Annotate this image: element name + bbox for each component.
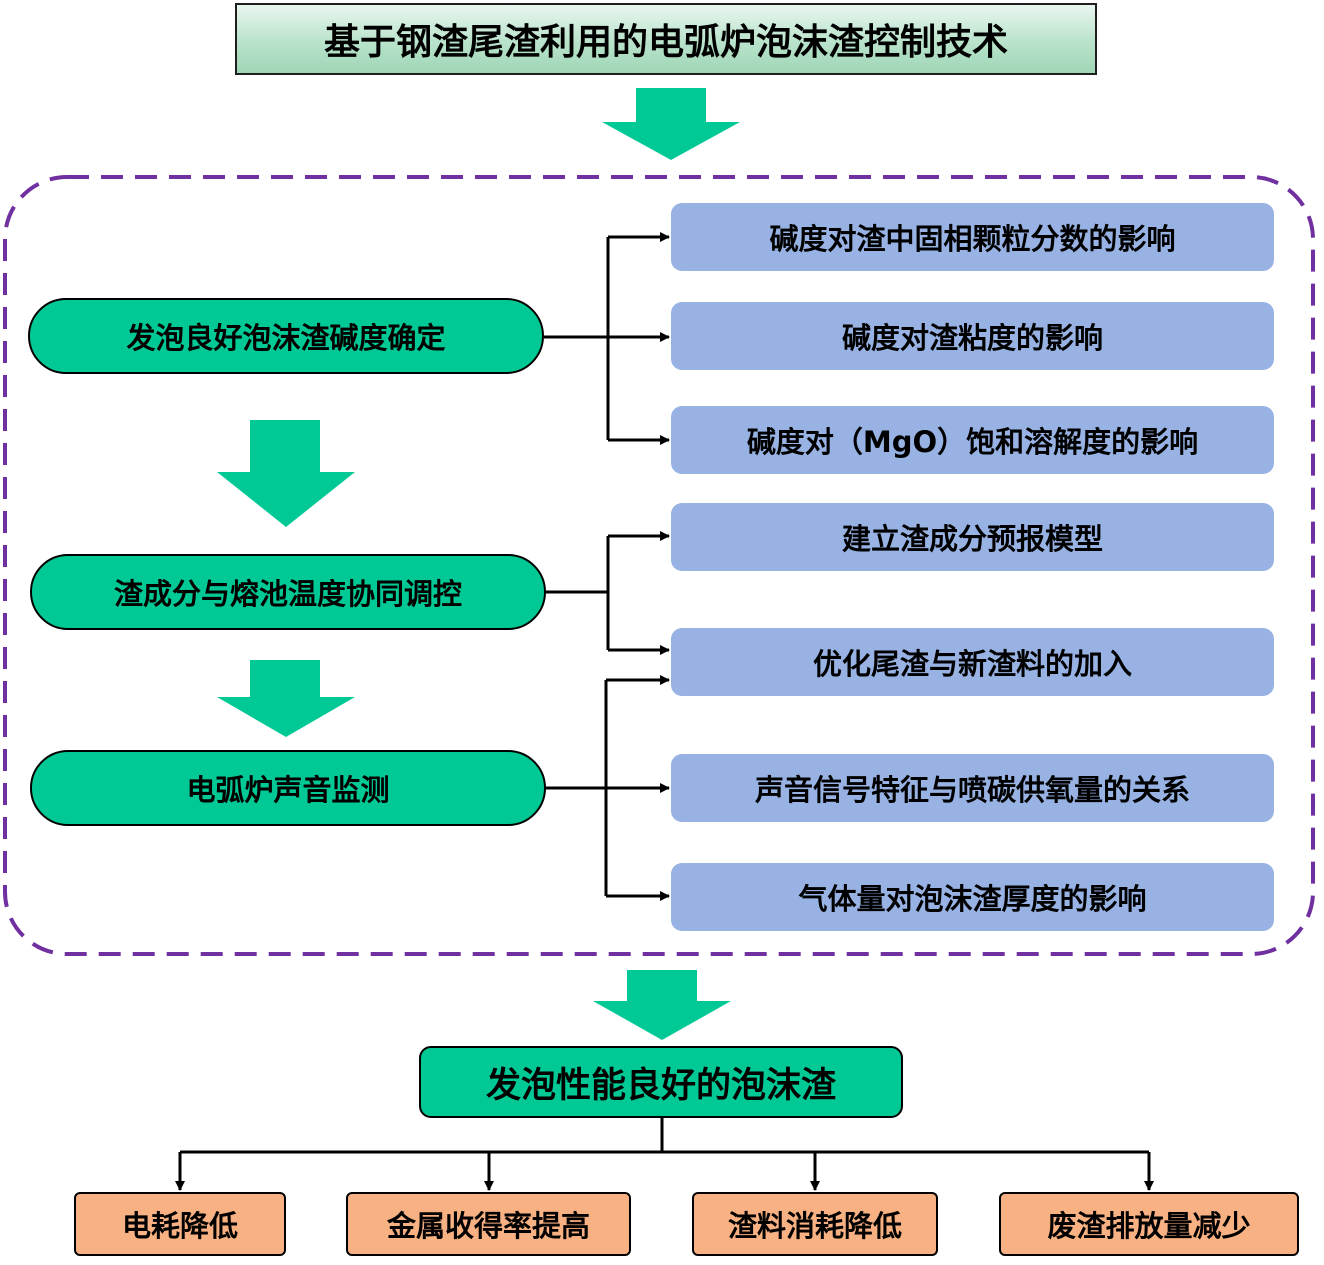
stage3-branches [546, 675, 670, 901]
benefit-branches [175, 1118, 1154, 1191]
stage-arc-sound-monitoring: 电弧炉声音监测 [30, 750, 546, 826]
down-arrow-result [593, 970, 731, 1040]
stage2-branches [546, 531, 670, 655]
detail-mgo-solubility: 碱度对（MgO）饱和溶解度的影响 [671, 406, 1274, 474]
stage1-branches [544, 232, 670, 445]
process-container [3, 175, 1315, 956]
detail-viscosity: 碱度对渣粘度的影响 [671, 302, 1274, 370]
down-arrow-stage2 [217, 660, 355, 737]
result-foamy-slag: 发泡性能良好的泡沫渣 [419, 1046, 903, 1118]
down-arrow-title [602, 88, 740, 160]
detail-sound-signal: 声音信号特征与喷碳供氧量的关系 [671, 754, 1274, 822]
benefit-waste-slag: 废渣排放量减少 [999, 1192, 1299, 1256]
benefit-slag-material: 渣料消耗降低 [692, 1192, 938, 1256]
detail-composition-model: 建立渣成分预报模型 [671, 503, 1274, 571]
detail-solid-fraction: 碱度对渣中固相颗粒分数的影响 [671, 203, 1274, 271]
detail-gas-volume: 气体量对泡沫渣厚度的影响 [671, 863, 1274, 931]
stage-composition-temperature-control: 渣成分与熔池温度协同调控 [30, 554, 546, 630]
benefit-metal-yield: 金属收得率提高 [346, 1192, 631, 1256]
stage-basicity-determination: 发泡良好泡沫渣碱度确定 [28, 298, 544, 374]
diagram-title: 基于钢渣尾渣利用的电弧炉泡沫渣控制技术 [235, 3, 1097, 75]
down-arrow-stage1 [217, 420, 355, 527]
benefit-power-consumption: 电耗降低 [74, 1192, 286, 1256]
detail-optimize-addition: 优化尾渣与新渣料的加入 [671, 628, 1274, 696]
